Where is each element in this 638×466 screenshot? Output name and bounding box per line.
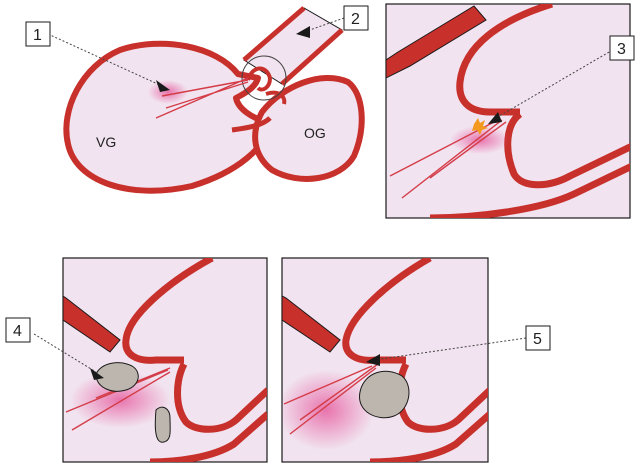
callout-5: 5 <box>526 326 550 350</box>
svg-text:2: 2 <box>351 11 360 28</box>
panel-embolus <box>278 258 490 462</box>
embolus <box>360 371 409 417</box>
thrombus-fragment <box>155 407 170 442</box>
panel-heart-overview: VG OG <box>66 8 361 191</box>
svg-text:4: 4 <box>13 323 22 340</box>
callout-1: 1 <box>26 22 50 46</box>
catheter-tube <box>244 8 342 84</box>
atrium-label: OG <box>304 125 326 141</box>
svg-text:1: 1 <box>33 27 42 44</box>
svg-text:5: 5 <box>533 331 542 348</box>
callout-2: 2 <box>344 6 368 30</box>
left-ventricle <box>66 44 272 191</box>
ventricle-label: VG <box>96 134 116 150</box>
callout-3: 3 <box>610 36 634 60</box>
callout-4: 4 <box>6 318 30 342</box>
svg-text:3: 3 <box>617 41 626 58</box>
panel-clot-formation <box>63 258 268 462</box>
panel-valve-detail <box>386 4 632 218</box>
